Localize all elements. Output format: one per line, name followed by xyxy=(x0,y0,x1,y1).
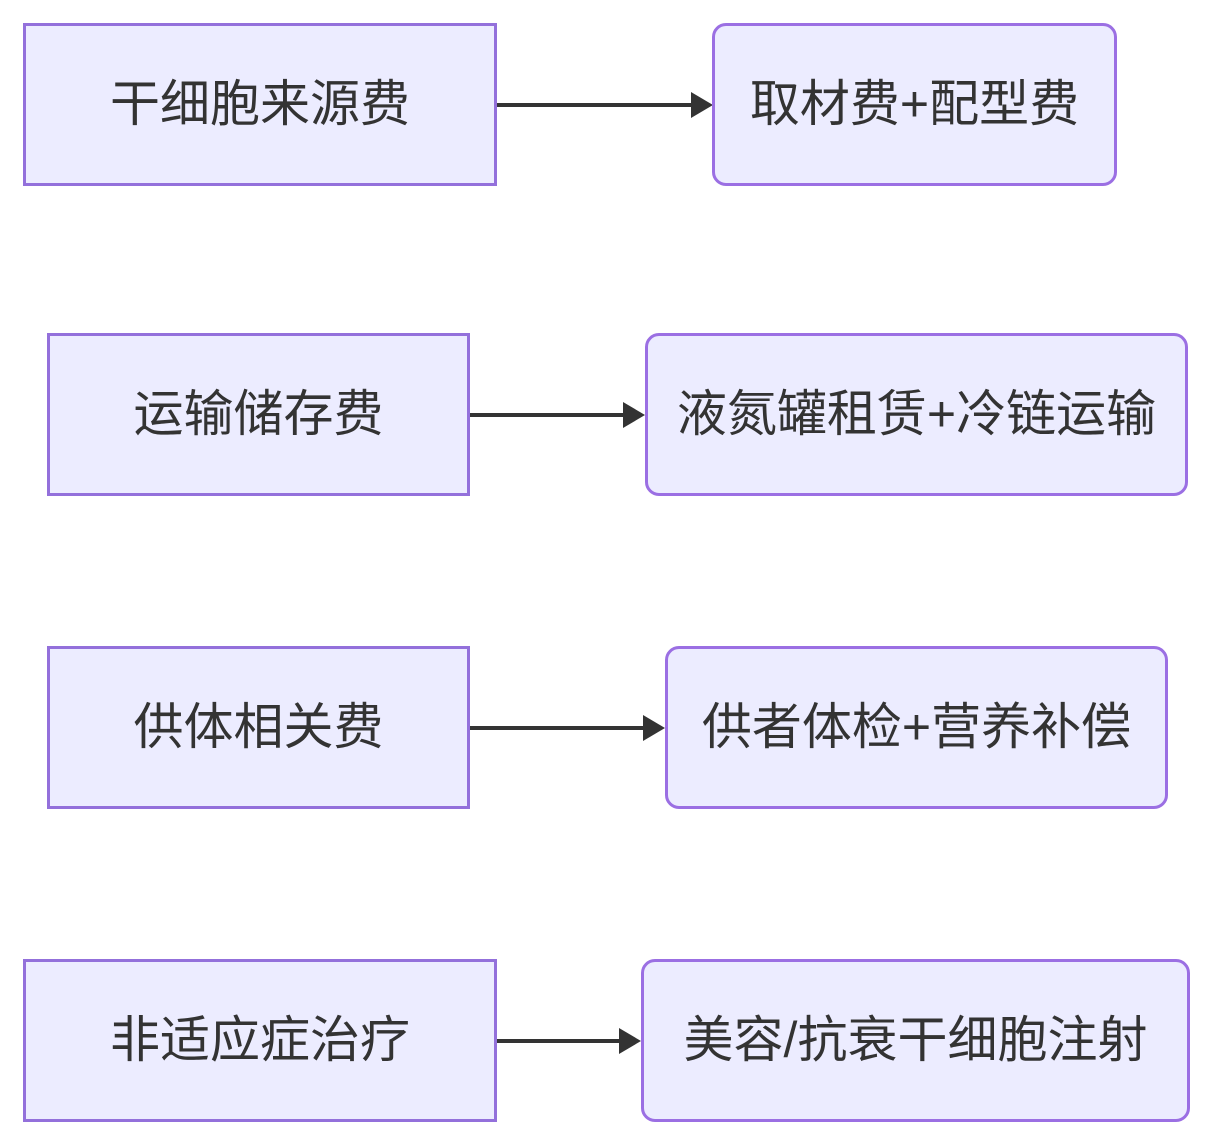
arrowhead-row-3 xyxy=(643,714,665,741)
source-node-row-2: 运输储存费 xyxy=(47,333,470,496)
flow-arrow-row-2 xyxy=(470,401,645,428)
target-node-row-4: 美容/抗衰干细胞注射 xyxy=(641,959,1190,1122)
arrowhead-row-2 xyxy=(623,401,645,428)
flow-arrow-row-1 xyxy=(497,91,713,118)
target-node-row-3: 供者体检+营养补偿 xyxy=(665,646,1168,809)
source-node-row-1: 干细胞来源费 xyxy=(23,23,497,186)
source-node-row-4: 非适应症治疗 xyxy=(23,959,497,1122)
target-node-row-2: 液氮罐租赁+冷链运输 xyxy=(645,333,1188,496)
flow-arrow-row-3 xyxy=(470,714,665,741)
flow-arrow-row-4 xyxy=(497,1027,641,1054)
arrowhead-row-1 xyxy=(691,91,713,118)
arrowhead-row-4 xyxy=(619,1027,641,1054)
target-node-row-1: 取材费+配型费 xyxy=(712,23,1117,186)
source-node-row-3: 供体相关费 xyxy=(47,646,470,809)
